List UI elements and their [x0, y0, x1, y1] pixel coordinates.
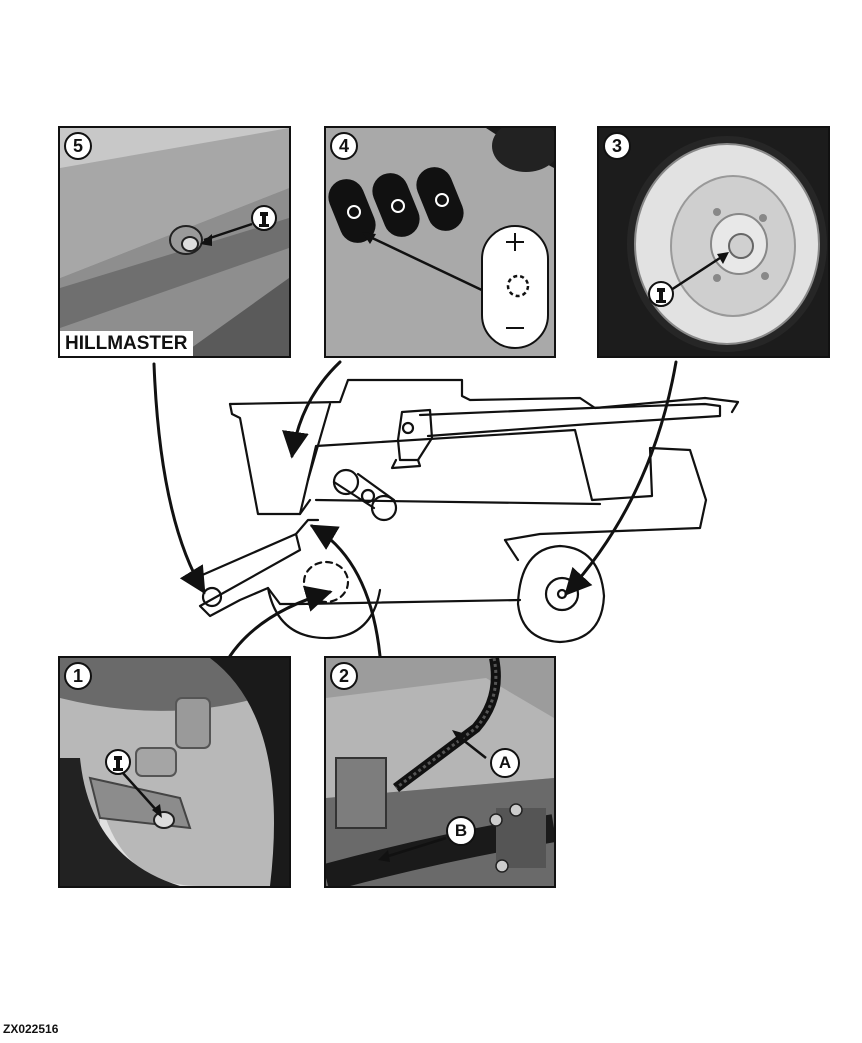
panel-number: 4: [330, 132, 358, 160]
pivot-photo: [60, 128, 289, 356]
front-axle-photo: [60, 658, 289, 886]
inset-panel-5: 5 HILLMASTER: [58, 126, 291, 358]
callout-a: A: [490, 748, 520, 778]
inset-panel-4: 4: [324, 126, 556, 358]
hillmaster-label: HILLMASTER: [60, 331, 194, 356]
rocker-switch-icon: [328, 167, 464, 243]
panel-number: 5: [64, 132, 92, 160]
panel-number: 1: [64, 662, 92, 690]
callout-b: B: [446, 816, 476, 846]
inset-panel-1: 1: [58, 656, 291, 888]
grease-nipple-icon: [113, 756, 123, 771]
hydraulic-hose-photo: [326, 658, 554, 886]
inset-panel-2: 2 A B: [324, 656, 556, 888]
inset-panel-3: 3: [597, 126, 830, 358]
reference-id: ZX022516: [3, 1022, 59, 1036]
control-panel-photo: [326, 128, 554, 356]
wheel-photo: [599, 128, 828, 356]
grease-nipple-icon: [259, 212, 269, 227]
panel-number: 2: [330, 662, 358, 690]
grease-nipple-icon: [656, 288, 666, 303]
panel-number: 3: [603, 132, 631, 160]
